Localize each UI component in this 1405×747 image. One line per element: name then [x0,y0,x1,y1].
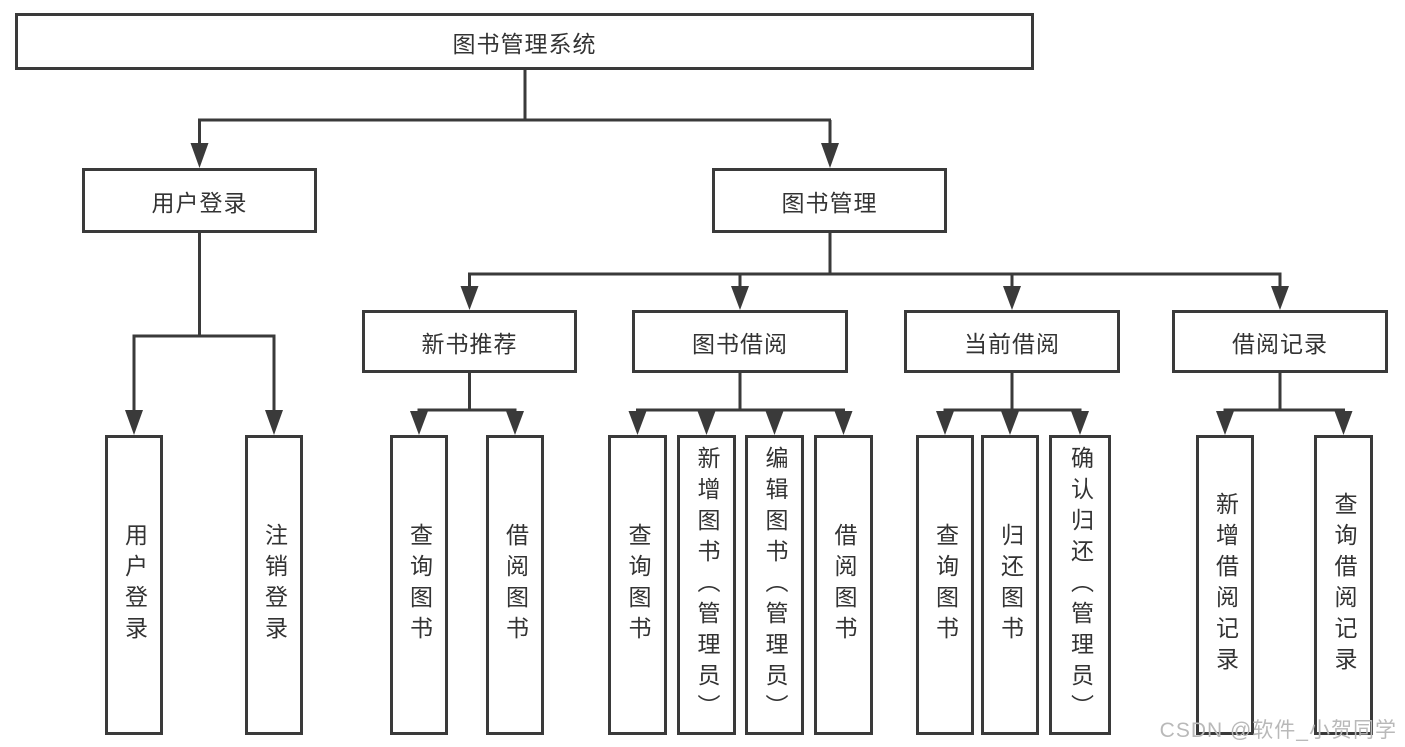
leaf-query-books-recommend: 查询图书 [390,435,448,735]
node-user-login: 用户登录 [82,168,317,233]
leaf-return-books: 归还图书 [981,435,1039,735]
leaf-logout: 注销登录 [245,435,303,735]
leaf-confirm-return-admin: 确认归还（管理员） [1049,435,1111,735]
leaf-query-books-borrowing: 查询图书 [608,435,667,735]
node-book-management: 图书管理 [712,168,947,233]
leaf-user-login: 用户登录 [105,435,163,735]
node-current-borrowing: 当前借阅 [904,310,1120,373]
leaf-borrow-books-recommend: 借阅图书 [486,435,544,735]
node-borrowing-records: 借阅记录 [1172,310,1388,373]
leaf-edit-book-admin: 编辑图书（管理员） [745,435,804,735]
leaf-query-books-current: 查询图书 [916,435,974,735]
csdn-watermark: CSDN @软件_小贺同学 [1159,719,1397,742]
node-new-book-recommendation: 新书推荐 [362,310,577,373]
leaf-query-borrow-record: 查询借阅记录 [1314,435,1373,735]
node-book-borrowing: 图书借阅 [632,310,848,373]
leaf-borrow-books: 借阅图书 [814,435,873,735]
leaf-add-borrow-record: 新增借阅记录 [1196,435,1254,735]
node-library-management-system: 图书管理系统 [15,13,1034,70]
leaf-add-book-admin: 新增图书（管理员） [677,435,736,735]
